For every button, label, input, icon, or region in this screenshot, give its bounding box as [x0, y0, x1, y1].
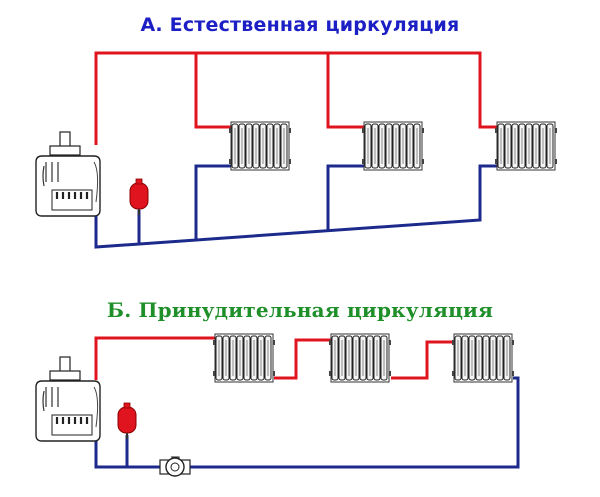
boiler-icon: [34, 355, 102, 443]
radiator-icon: [328, 333, 392, 383]
diagram-b: [34, 333, 520, 477]
diagram-a-supply-pipe: [94, 51, 497, 145]
diagram-a: [34, 51, 558, 249]
diagram-b-supply-pipe: [94, 336, 454, 380]
radiator-icon: [451, 333, 515, 383]
boiler-icon: [34, 130, 102, 218]
radiator-icon: [228, 121, 292, 171]
circulation-pump-icon: [159, 456, 191, 477]
diagram-a-title: А. Естественная циркуляция: [140, 14, 460, 36]
expansion-tank-icon: [129, 178, 149, 216]
diagram-b-return-pipe: [94, 376, 520, 469]
radiator-icon: [212, 333, 276, 383]
radiator-icon: [361, 121, 425, 171]
diagram-a-return-pipe: [94, 164, 497, 249]
diagram-b-title: Б. Принудительная циркуляция: [106, 298, 494, 322]
expansion-tank-icon: [117, 402, 137, 440]
radiator-icon: [494, 121, 558, 171]
